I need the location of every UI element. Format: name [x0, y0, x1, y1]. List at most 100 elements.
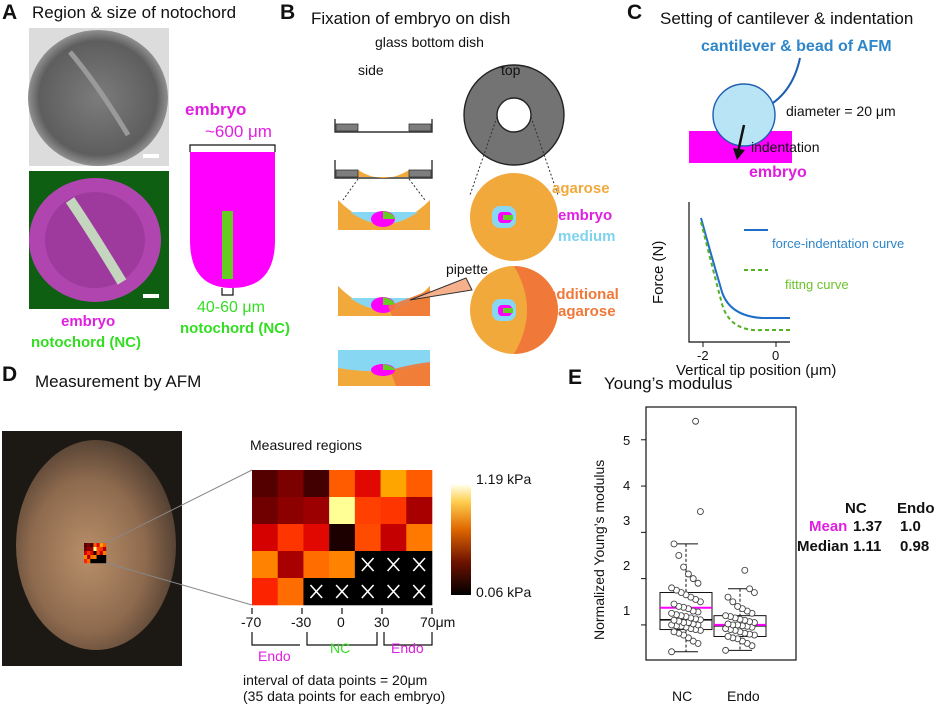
mini-heatmap-cell	[96, 551, 100, 556]
label-measured-regions: Measured regions	[250, 437, 363, 453]
mini-heatmap	[84, 543, 107, 564]
brightfield-streak	[68, 50, 131, 137]
data-point	[734, 602, 742, 610]
heatmap-cell	[303, 524, 330, 552]
heatmap-cell	[380, 470, 407, 498]
top-view-additional	[470, 266, 558, 354]
heatmap-cell	[252, 551, 279, 579]
heatmap-cell	[277, 578, 304, 606]
pipette-icon	[409, 277, 473, 301]
heatmap-xtick-4: 30	[374, 614, 390, 630]
cross-mark	[309, 584, 323, 599]
mini-heatmap-cell	[87, 551, 91, 556]
mini-heatmap-cell	[90, 543, 94, 548]
table-median-label: Median	[797, 538, 849, 555]
force-axis-label: Force (N)	[650, 240, 667, 304]
boxplot-frame	[645, 406, 797, 661]
mini-heatmap-cell	[87, 547, 91, 552]
label-diameter: diameter = 20 μm	[786, 103, 896, 119]
heatmap-cell	[354, 524, 381, 552]
colorbar	[451, 485, 471, 595]
heatmap-cell	[329, 524, 356, 552]
label-glass-dish: glass bottom dish	[375, 34, 484, 50]
ytick-1: 1	[623, 603, 631, 618]
mini-heatmap-cell	[99, 559, 104, 564]
embryo-size-bracket	[189, 144, 276, 152]
cross-mark	[412, 557, 426, 572]
dish-side-2	[334, 160, 433, 179]
mini-heatmap-cell	[102, 555, 107, 560]
label-embryo: embryo	[185, 100, 247, 119]
cross-mark	[386, 557, 400, 572]
legend-fitting-curve: fittng curve	[785, 277, 849, 292]
indentation-arrow-line	[736, 124, 746, 153]
region-nc: NC	[330, 640, 351, 656]
heatmap-grid	[252, 470, 433, 606]
boxplot-yaxis	[641, 439, 646, 626]
heatmap-cell	[277, 551, 304, 579]
region-endo-right: Endo	[391, 640, 424, 656]
mini-heatmap-cell	[87, 559, 91, 564]
label-side: side	[358, 62, 384, 78]
legend-embryo: embryo	[61, 313, 116, 330]
data-point	[668, 584, 676, 592]
cross-mark	[361, 584, 375, 599]
ytick-3: 3	[623, 513, 631, 528]
panel-a-title: Region & size of notochord	[32, 3, 237, 22]
category-endo: Endo	[727, 688, 760, 704]
table-mean-endo: 1.0	[900, 518, 921, 535]
heatmap-cell	[329, 497, 356, 525]
mini-heatmap-cell	[96, 555, 100, 560]
label-indentation: indentation	[751, 139, 820, 155]
note-datapoints: (35 data points for each embryo)	[243, 688, 446, 704]
heatmap-xtick-3: 0	[337, 614, 345, 630]
data-point	[668, 609, 676, 617]
fitting-curve	[700, 221, 790, 332]
data-point	[675, 552, 683, 559]
table-median-endo: 0.98	[900, 538, 930, 555]
mini-heatmap-cell	[93, 551, 97, 556]
legend-force-curve: force-indentation curve	[772, 236, 905, 251]
colorbar-min: 0.06 kPa	[476, 584, 532, 600]
force-plot-frame	[688, 202, 790, 343]
heatmap-cell	[277, 470, 304, 498]
note-interval: interval of data points = 20μm	[243, 672, 428, 688]
label-pipette: pipette	[446, 261, 489, 277]
table-header-nc: NC	[845, 500, 867, 517]
force-indentation-curve	[700, 217, 790, 319]
data-point	[684, 570, 692, 578]
heatmap-cell	[354, 470, 381, 498]
ytick-2: 2	[623, 558, 631, 573]
top-view-agarose	[470, 173, 558, 261]
mini-heatmap-cell	[90, 555, 94, 560]
mini-heatmap-cell	[87, 543, 91, 548]
heatmap-cell	[252, 497, 279, 525]
boxplot-ylabel: Normalized Young’s modulus	[591, 459, 607, 640]
region-endo-left: Endo	[258, 648, 291, 664]
heatmap-cell	[406, 524, 433, 552]
label-embryo-b: embryo	[558, 207, 613, 224]
data-point	[741, 566, 749, 574]
mini-heatmap-cell	[96, 559, 100, 564]
table-header-endo: Endo	[897, 500, 935, 517]
boxplot-nc	[659, 417, 713, 656]
brightfield-embryo	[28, 30, 168, 166]
panel-b-title: Fixation of embryo on dish	[311, 9, 511, 28]
mini-heatmap-cell	[90, 551, 94, 556]
cross-mark	[335, 584, 349, 599]
panel-e-letter: E	[568, 366, 583, 389]
mini-heatmap-cell	[102, 547, 107, 552]
mini-heatmap-cell	[102, 551, 107, 556]
mini-heatmap-cell	[84, 547, 88, 552]
table-mean-label: Mean	[809, 518, 848, 535]
heatmap-cell	[329, 551, 356, 579]
mini-heatmap-cell	[93, 555, 97, 560]
mini-heatmap-cell	[93, 547, 97, 552]
heatmap-cell	[380, 497, 407, 525]
panel-a-letter: A	[2, 1, 18, 24]
data-point	[694, 579, 702, 587]
heatmap-cell	[252, 524, 279, 552]
data-point	[746, 585, 754, 593]
mini-heatmap-cell	[93, 559, 97, 564]
